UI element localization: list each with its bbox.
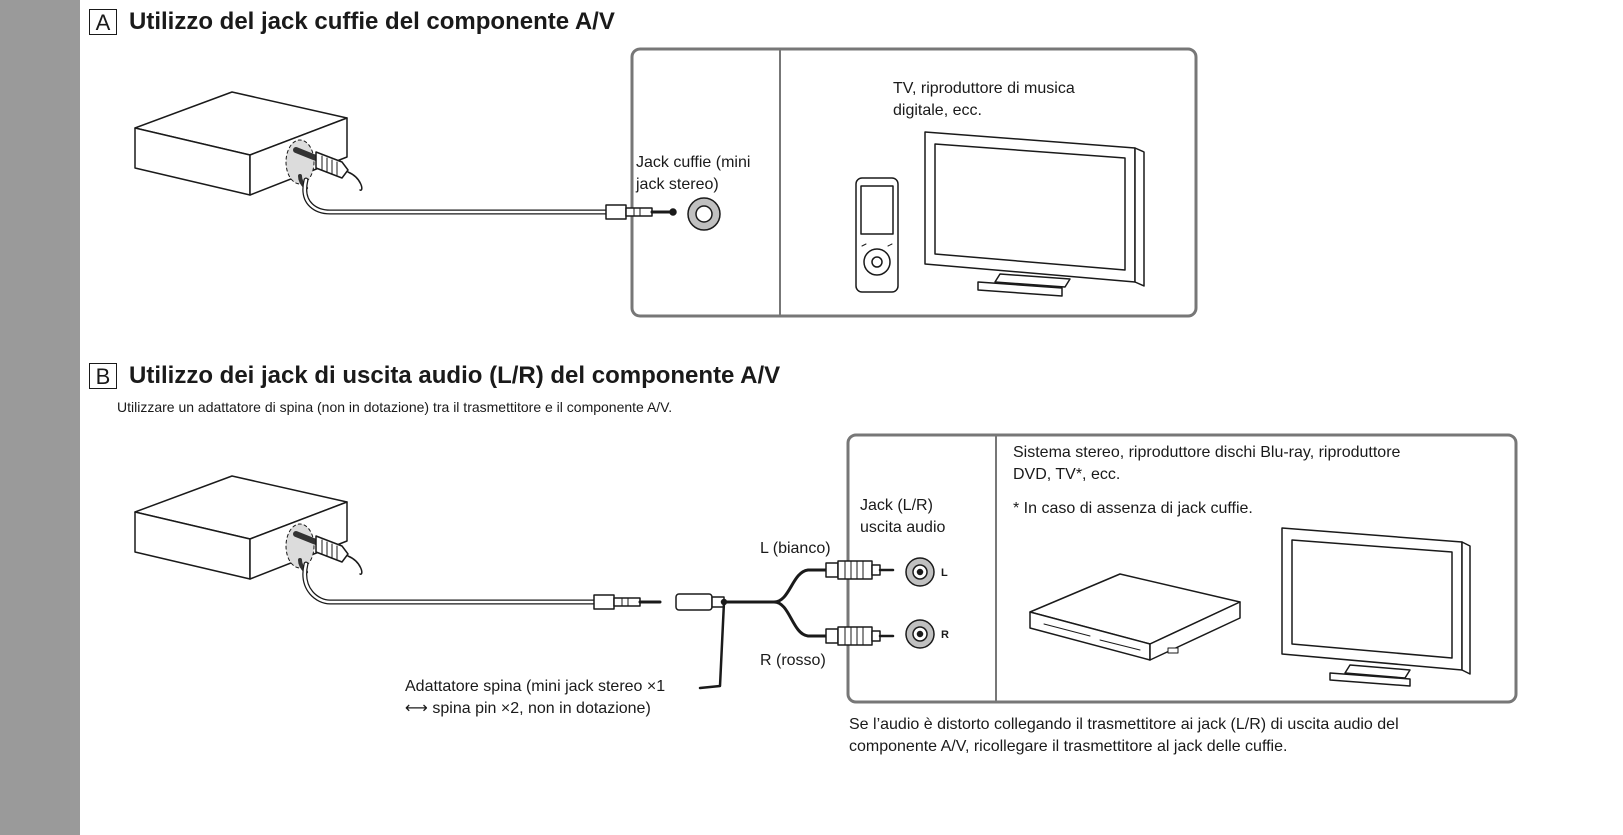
rca-jack-left (905, 557, 935, 587)
music-player-icon (855, 177, 899, 293)
l-marker: L (941, 567, 948, 579)
section-b-devices-label: Sistema stereo, riproduttore dischi Blu-… (1013, 444, 1401, 483)
rca-jack-right (905, 619, 935, 649)
section-b-footnote: * In caso di assenza di jack cuffie. (1013, 500, 1253, 517)
section-b-subtitle: Utilizzare un adattatore di spina (non i… (117, 399, 673, 415)
section-b-heading: B Utilizzo dei jack di uscita audio (L/R… (89, 362, 780, 390)
transmitter-a (134, 91, 363, 196)
section-b-jack-label: Jack (L/R) uscita audio (860, 497, 946, 536)
mini-plug-b (593, 594, 662, 610)
left-channel-label: L (bianco) (760, 540, 831, 557)
section-a-letter: A (89, 9, 117, 35)
right-channel-label: R (rosso) (760, 652, 826, 669)
headphone-jack-a (687, 197, 721, 231)
adapter-label: Adattatore spina (mini jack stereo ×1 ⟷ … (405, 678, 666, 717)
mini-plug-a (605, 204, 677, 220)
transmitter-b (134, 475, 363, 580)
section-b-title: Utilizzo dei jack di uscita audio (L/R) … (129, 362, 781, 389)
section-b-letter: B (89, 363, 117, 389)
section-a-jack-label: Jack cuffie (mini jack stereo) (636, 154, 751, 193)
section-a-heading: A Utilizzo del jack cuffie del component… (89, 8, 615, 36)
tv-a-icon (924, 131, 1145, 297)
section-b-note: Se l’audio è distorto collegando il tras… (849, 716, 1399, 755)
bluray-player-icon (1029, 573, 1241, 661)
plug-adapter (675, 568, 828, 690)
side-tab-bar (0, 0, 80, 835)
tv-b-icon (1281, 527, 1471, 687)
rca-plug-right (825, 626, 895, 646)
rca-plug-left (825, 560, 895, 580)
cable-a (302, 177, 609, 215)
section-a-device-panel (630, 47, 1198, 318)
section-a-devices-label: TV, riproduttore di musica digitale, ecc… (893, 80, 1075, 119)
cable-b (302, 561, 597, 605)
r-marker: R (941, 629, 949, 641)
section-a-title: Utilizzo del jack cuffie del componente … (129, 8, 615, 35)
